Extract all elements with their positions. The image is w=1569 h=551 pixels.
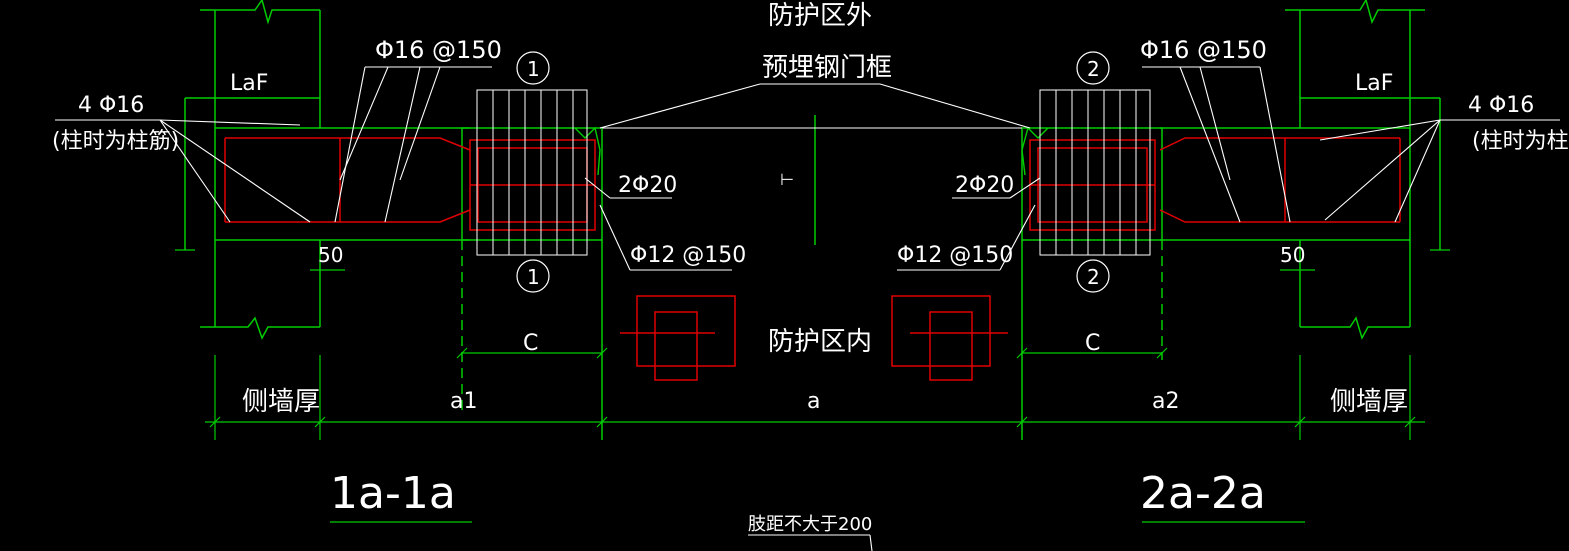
laf-label-left: LaF (230, 71, 268, 96)
bars-note-right: (柱时为柱筋) (1472, 129, 1569, 154)
inside-zone-label: 防护区内 (768, 327, 872, 357)
bottom-note: 肢距不大于200 (748, 514, 872, 535)
dimension-ticks (209, 347, 1416, 428)
dim-50-left: 50 (318, 243, 343, 267)
dim-a2: a2 (1152, 389, 1179, 414)
dim-a1: a1 (450, 389, 477, 414)
stirrup-hatch-right (1039, 89, 1151, 256)
frame-anchors (574, 126, 1049, 176)
section-title-right: 2a-2a (1140, 468, 1266, 519)
section-title-left: 1a-1a (330, 468, 456, 519)
bars-note-left: (柱时为柱筋) (52, 129, 179, 154)
dim-50-right: 50 (1280, 243, 1305, 267)
section-circle-1-bottom: 1 (527, 265, 540, 289)
laf-label-right: LaF (1355, 71, 1393, 96)
hook-detail-left (620, 295, 736, 381)
section-circle-2-top: 2 (1087, 57, 1100, 81)
rebar-label-left-top: Φ16 @150 (375, 36, 502, 64)
leader-lines (55, 66, 1560, 551)
dim-c-left: C (523, 331, 538, 356)
dim-a: a (807, 389, 820, 414)
center-mark: ⊢ (780, 170, 794, 189)
bars-2-label-left: 2Φ20 (618, 173, 677, 198)
section-circle-2-bottom: 2 (1087, 265, 1100, 289)
dim-side-wall-left: 侧墙厚 (242, 387, 320, 417)
section-circle-1-top: 1 (527, 57, 540, 81)
section-circles (516, 51, 1110, 293)
bars-label-left: 4 Φ16 (78, 93, 144, 118)
dim-side-wall-right: 侧墙厚 (1330, 387, 1408, 417)
stirrup-label-right: Φ12 @150 (897, 243, 1013, 268)
dimension-lines (175, 249, 1450, 440)
bars-2-label-right: 2Φ20 (955, 173, 1014, 198)
stirrup-label-left: Φ12 @150 (630, 243, 746, 268)
embedded-frame-label: 预埋钢门框 (762, 53, 892, 83)
stirrup-hatch-left (476, 89, 588, 256)
hook-detail-right (891, 295, 1008, 381)
outside-zone-label: 防护区外 (768, 1, 872, 31)
wall-outlines (184, 0, 1441, 440)
rebar-label-right-top: Φ16 @150 (1140, 36, 1267, 64)
rebar-right-wall (1029, 137, 1401, 231)
dim-c-right: C (1085, 331, 1100, 356)
bars-label-right: 4 Φ16 (1468, 93, 1534, 118)
